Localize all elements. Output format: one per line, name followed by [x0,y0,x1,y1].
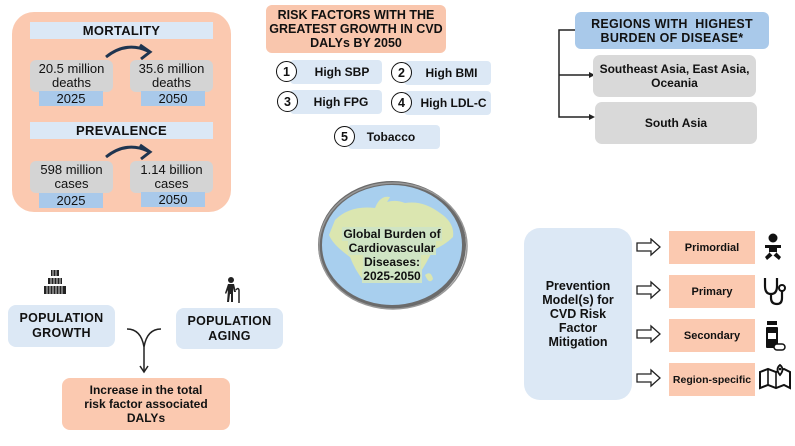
prevention-arrows-icon [636,238,661,388]
prevention-title-line: Prevention [545,279,611,293]
dalys-label: risk factor associated [84,397,208,411]
population-growth-box: POPULATION GROWTH [8,305,115,347]
stethoscope-icon [763,278,786,306]
title-line: RISK FACTORS WITH THE [277,8,435,22]
mortality-2050-value: 35.6 million deaths [130,60,213,92]
dalys-increase-box: Increase in the total risk factor associ… [62,378,230,430]
region-label: Oceania [651,76,698,90]
value-unit: deaths [51,75,92,90]
population-aging-label: AGING [208,328,251,343]
mortality-title: MORTALITY [30,22,213,39]
risk-factor-label: Tobacco [366,130,416,144]
risk-factor-2: High BMI [404,61,491,85]
rank-2-badge: 2 [391,62,412,83]
prevention-model-box: Prevention Model(s) for CVD Risk Factor … [524,228,632,400]
rank-3-badge: 3 [277,91,298,112]
region-label: South Asia [644,116,708,130]
value-unit: deaths [151,75,192,90]
prevalence-2050-value: 1.14 billion cases [130,161,213,193]
prevention-item-secondary: Secondary [669,319,755,352]
prevention-item-region-specific: Region-specific [669,363,755,396]
value-unit: cases [154,176,189,191]
rank-4-badge: 4 [391,92,412,113]
prevalence-arrow-icon [105,143,153,161]
title-line: GREATEST GROWTH IN CVD [269,22,443,36]
globe-label: Global Burden of Cardiovascular Diseases… [322,225,462,285]
rank-5-badge: 5 [334,126,355,147]
stats-panel: MORTALITY 20.5 million deaths 2025 35.6 … [12,12,231,212]
risk-factor-label: High LDL-C [420,96,487,110]
mortality-2025-value: 20.5 million deaths [30,60,113,92]
regions-connector-icon [558,29,595,120]
crowd-icon [44,270,66,294]
title-line: BURDEN OF DISEASE* [600,30,744,45]
baby-icon [765,233,781,260]
risk-factor-5: Tobacco [348,125,440,149]
globe-label-line: Diseases: [362,255,422,269]
rank-1-badge: 1 [276,61,297,82]
prevalence-title: PREVALENCE [30,122,213,139]
risk-factors-title: RISK FACTORS WITH THE GREATEST GROWTH IN… [266,5,446,53]
region-item-2: South Asia [595,102,757,144]
population-aging-box: POPULATION AGING [176,308,283,349]
dalys-label: DALYs [126,411,166,425]
region-item-1: Southeast Asia, East Asia, Oceania [593,55,756,97]
medication-icon [766,321,786,351]
value-line: 598 million [40,162,103,177]
mortality-2050-year: 2050 [141,91,205,106]
regions-title: REGIONS WITH HIGHEST BURDEN OF DISEASE* [575,12,769,49]
title-line: REGIONS WITH HIGHEST [591,16,753,31]
map-pin-icon [759,363,791,390]
title-line: DALYs BY 2050 [310,36,402,50]
prevention-title-line: CVD Risk [549,307,607,321]
globe-label-line: Global Burden of [342,227,442,241]
risk-factor-label: High FPG [313,95,369,109]
risk-factor-label: High SBP [314,65,370,79]
mortality-2025-year: 2025 [39,91,103,106]
prevalence-2025-year: 2025 [39,193,103,208]
region-label: Southeast Asia, East Asia, [599,62,750,76]
dalys-label: Increase in the total [89,383,203,397]
prevention-item-primary: Primary [669,275,755,308]
prevention-title-line: Factor [558,321,598,335]
merge-arrow-icon [126,328,162,374]
prevalence-2050-year: 2050 [141,192,205,207]
prevention-title-line: Model(s) for [542,293,614,307]
risk-factor-1: High SBP [290,60,382,84]
risk-factor-4: High LDL-C [404,91,491,115]
population-aging-label: POPULATION [187,313,272,328]
population-growth-label: POPULATION [19,311,104,325]
value-line: 1.14 billion [140,162,203,177]
globe-label-line: Cardiovascular [347,241,437,255]
value-line: 35.6 million [138,61,205,76]
globe-label-line: 2025-2050 [362,269,422,283]
mortality-arrow-icon [105,43,153,61]
prevention-item-primordial: Primordial [669,231,755,264]
value-unit: cases [54,176,89,191]
elderly-person-icon [225,277,240,303]
risk-factor-3: High FPG [290,90,382,114]
prevalence-2025-value: 598 million cases [30,161,113,193]
value-line: 20.5 million [38,61,105,76]
population-growth-label: GROWTH [32,326,91,340]
risk-factor-label: High BMI [425,66,478,80]
prevention-title-line: Mitigation [548,335,608,349]
